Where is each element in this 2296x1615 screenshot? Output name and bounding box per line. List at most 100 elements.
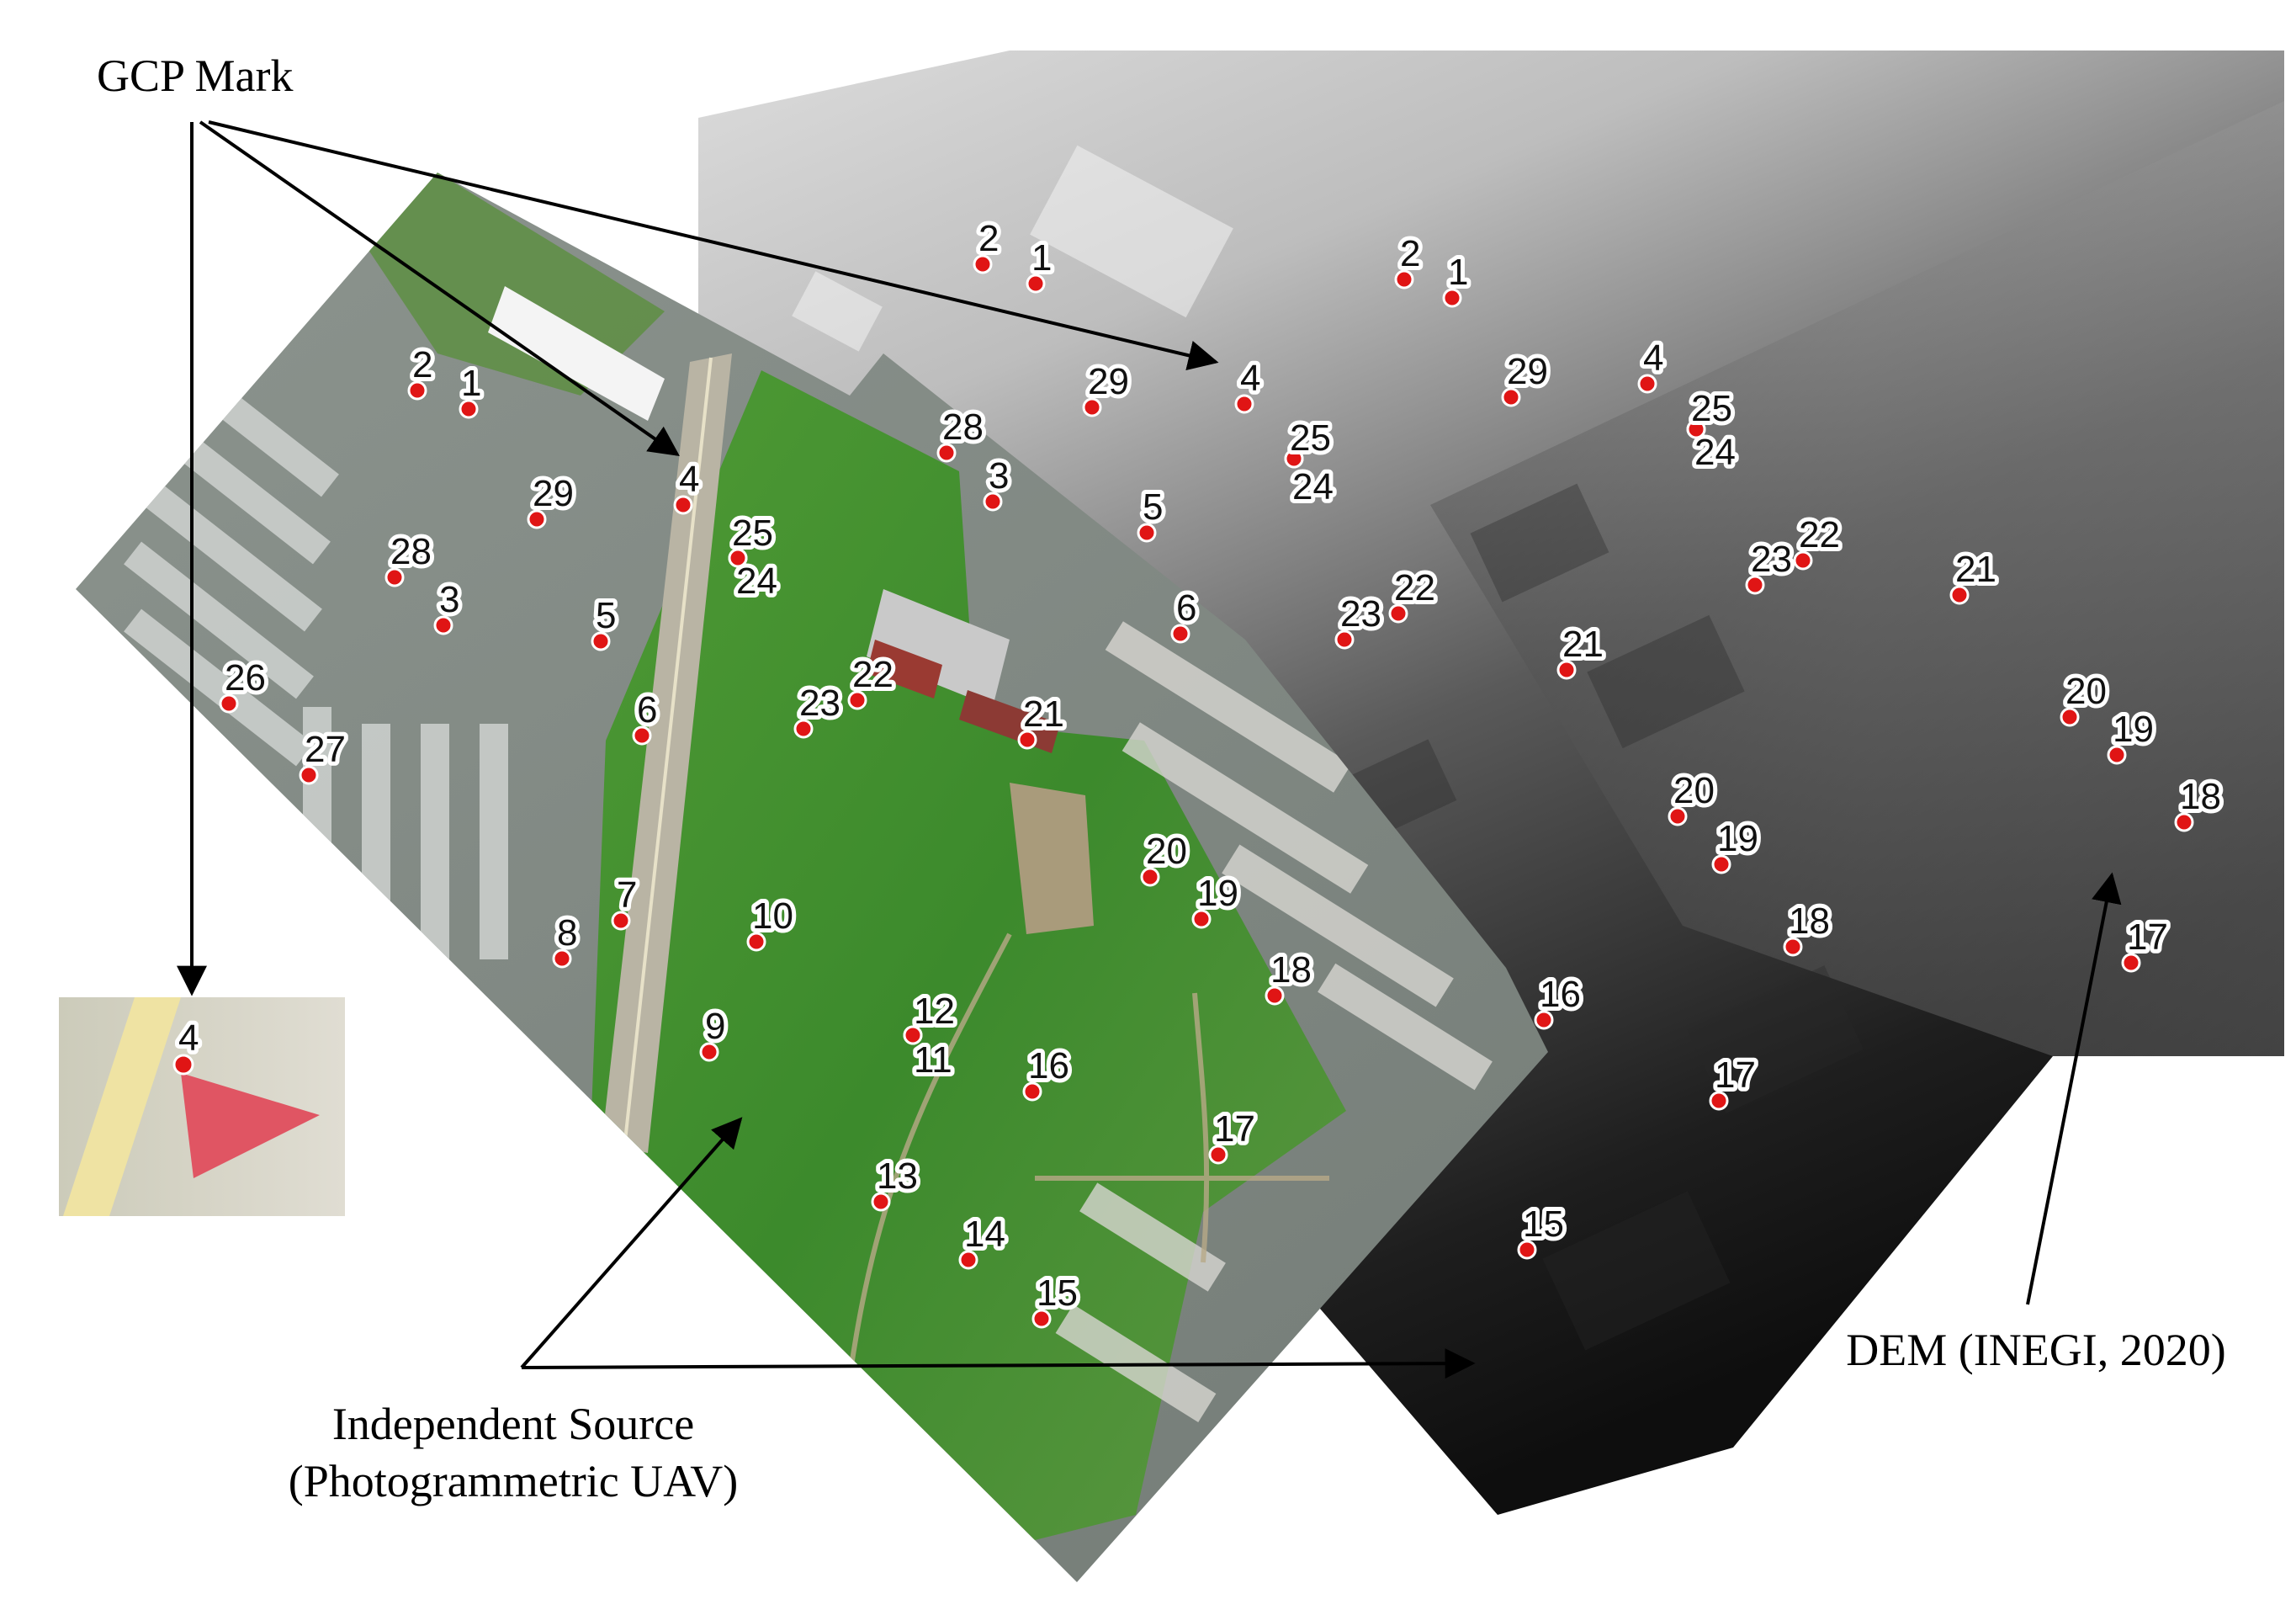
svg-text:21: 21 bbox=[1023, 693, 1064, 735]
dem-upper-point-markers: 1 2 3 4 5 6 22 23 24 25 28 29 bbox=[936, 214, 1440, 650]
point-marker-7: 7 bbox=[611, 870, 641, 931]
point-marker-23: 23 bbox=[793, 678, 845, 739]
point-marker-16: 16 bbox=[1022, 1041, 1074, 1102]
svg-text:14: 14 bbox=[964, 1214, 1005, 1255]
svg-text:19: 19 bbox=[1717, 818, 1758, 859]
point-marker-5: 5 bbox=[591, 591, 620, 651]
svg-text:18: 18 bbox=[1789, 900, 1830, 942]
point-marker-27: 27 bbox=[299, 725, 350, 785]
road-centerline bbox=[623, 357, 713, 1150]
point-marker-2: 2 bbox=[407, 340, 437, 401]
svg-text:15: 15 bbox=[1037, 1272, 1078, 1314]
svg-text:10: 10 bbox=[752, 895, 793, 937]
svg-text:27: 27 bbox=[305, 729, 346, 770]
dem-right-point-15: 15 bbox=[1517, 1199, 1568, 1260]
dem-right-point-2: 2 bbox=[1394, 229, 1424, 290]
point-marker-17: 17 bbox=[1208, 1104, 1259, 1165]
point-marker-29: 29 bbox=[527, 469, 578, 529]
dem-right-point-19b: 19 bbox=[2107, 704, 2158, 765]
arrow-gcp-to-uav-point4 bbox=[199, 120, 680, 457]
svg-text:25: 25 bbox=[1691, 388, 1732, 429]
svg-text:19: 19 bbox=[2113, 709, 2154, 750]
point-marker-3: 3 bbox=[433, 575, 464, 635]
svg-text:5: 5 bbox=[596, 595, 616, 636]
dem-right-point-17: 17 bbox=[1709, 1050, 1760, 1111]
svg-text:16: 16 bbox=[1028, 1045, 1069, 1086]
dem-upper-point-6: 6 bbox=[1170, 583, 1201, 644]
arrow-gcp-to-dem-point4 bbox=[208, 120, 1219, 371]
svg-text:15: 15 bbox=[1523, 1203, 1564, 1245]
gcp-mark-label: GCP Mark bbox=[97, 50, 294, 101]
point-marker-25: 25 bbox=[728, 508, 777, 568]
svg-text:18: 18 bbox=[1270, 949, 1312, 991]
dem-upper-point-28: 28 bbox=[936, 402, 988, 463]
dem-upper-point-25: 25 bbox=[1284, 413, 1335, 469]
arrow-independent-to-uav bbox=[520, 1117, 743, 1369]
point-marker-1: 1 bbox=[457, 359, 485, 419]
arrow-independent-to-dem bbox=[521, 1348, 1476, 1379]
svg-text:17: 17 bbox=[1214, 1108, 1255, 1150]
svg-text:23: 23 bbox=[1340, 593, 1381, 635]
svg-text:23: 23 bbox=[1751, 539, 1792, 580]
point-marker-18: 18 bbox=[1265, 945, 1316, 1006]
dem-right-point-21b: 21 bbox=[1949, 545, 2001, 605]
dem-right-point-18: 18 bbox=[1783, 896, 1834, 957]
independent-source-sublabel: (Photogrammetric UAV) bbox=[289, 1456, 738, 1506]
dem-source-label: DEM (INEGI, 2020) bbox=[1846, 1325, 2225, 1375]
svg-text:3: 3 bbox=[439, 579, 459, 620]
point-marker-21: 21 bbox=[1017, 689, 1068, 750]
svg-text:22: 22 bbox=[852, 654, 893, 695]
dem-right-point-20b: 20 bbox=[2060, 667, 2111, 727]
svg-text:5: 5 bbox=[1143, 486, 1163, 528]
uav-point-markers: 1 2 3 4 5 6 7 8 9 10 11 12 13 14 15 16 1… bbox=[219, 340, 1316, 1329]
dem-upper-point-5: 5 bbox=[1137, 482, 1167, 543]
svg-text:19: 19 bbox=[1197, 873, 1238, 914]
dem-upper-point-23: 23 bbox=[1334, 589, 1386, 650]
point-marker-26: 26 bbox=[219, 653, 270, 714]
svg-text:2: 2 bbox=[978, 218, 999, 259]
point-marker-6: 6 bbox=[632, 685, 661, 746]
svg-text:11: 11 bbox=[914, 1039, 952, 1081]
inset-gcp-closeup: 4 bbox=[59, 997, 345, 1216]
inset-red-marker bbox=[181, 1073, 320, 1178]
dem-right-point-23: 23 bbox=[1745, 534, 1796, 595]
dirt-field bbox=[1010, 783, 1094, 934]
dirt-paths bbox=[839, 932, 1329, 1448]
inset-point-marker bbox=[172, 1054, 194, 1076]
large-building-north bbox=[488, 286, 665, 421]
svg-text:13: 13 bbox=[877, 1155, 918, 1197]
svg-text:17: 17 bbox=[1715, 1055, 1756, 1096]
dem-right-point-20: 20 bbox=[1668, 766, 1719, 826]
svg-text:26: 26 bbox=[225, 657, 266, 699]
svg-text:25: 25 bbox=[1290, 417, 1331, 459]
svg-text:3: 3 bbox=[989, 455, 1009, 497]
svg-text:29: 29 bbox=[533, 473, 574, 514]
red-roofs bbox=[867, 640, 942, 699]
svg-text:21: 21 bbox=[1562, 624, 1604, 665]
svg-text:9: 9 bbox=[705, 1006, 725, 1047]
svg-text:28: 28 bbox=[942, 406, 984, 448]
svg-text:2: 2 bbox=[412, 344, 432, 385]
svg-text:21: 21 bbox=[1955, 549, 1996, 590]
svg-text:4: 4 bbox=[1240, 358, 1260, 399]
dem-right-point-markers: 1 2 4 15 16 17 17 18 18 19 19 20 20 21 2… bbox=[1394, 229, 2225, 1260]
svg-text:23: 23 bbox=[799, 683, 840, 724]
dem-right-point-17b: 17 bbox=[2121, 912, 2172, 973]
dem-raster-right-tone bbox=[1430, 101, 2284, 1056]
dem-upper-point-2: 2 bbox=[973, 214, 1003, 274]
svg-text:28: 28 bbox=[390, 531, 432, 572]
svg-text:24: 24 bbox=[1694, 432, 1736, 473]
svg-text:24: 24 bbox=[1292, 466, 1334, 507]
svg-text:22: 22 bbox=[1394, 567, 1435, 608]
dem-right-point-1: 1 bbox=[1442, 247, 1472, 308]
inset-point-label: 4 bbox=[178, 1017, 199, 1059]
svg-text:24: 24 bbox=[736, 560, 777, 602]
point-marker-13: 13 bbox=[871, 1151, 922, 1212]
dem-right-point-25: 25 bbox=[1686, 384, 1737, 439]
dem-right-point-22: 22 bbox=[1793, 510, 1844, 571]
urban-blocks-east bbox=[1055, 621, 1493, 1422]
svg-text:4: 4 bbox=[1643, 337, 1663, 379]
dem-right-point-21: 21 bbox=[1556, 619, 1608, 680]
svg-text:8: 8 bbox=[557, 912, 577, 954]
point-marker-12: 12 bbox=[903, 986, 959, 1045]
